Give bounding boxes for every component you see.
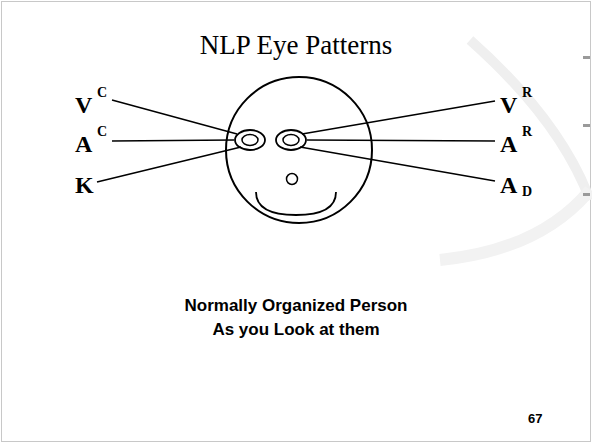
- channel-superscript: R: [522, 86, 532, 100]
- channel-letter: A: [75, 132, 92, 156]
- channel-letter: K: [75, 173, 94, 197]
- smile: [256, 192, 336, 215]
- channel-superscript: R: [522, 125, 532, 139]
- leader-line: [97, 147, 241, 182]
- background-swoosh: [440, 190, 590, 260]
- eye-inner: [283, 135, 299, 146]
- leader-line: [112, 140, 234, 141]
- edge-tick: [583, 56, 590, 59]
- leader-line: [300, 147, 495, 181]
- channel-letter: V: [75, 93, 92, 117]
- leader-line: [302, 101, 495, 134]
- channel-letter: V: [500, 93, 517, 117]
- channel-letter: A: [500, 173, 517, 197]
- slide-title: NLP Eye Patterns: [200, 32, 392, 59]
- nose: [287, 174, 298, 185]
- caption-line: Normally Organized Person: [185, 297, 408, 314]
- channel-superscript: C: [97, 86, 107, 100]
- edge-tick: [583, 124, 590, 127]
- channel-superscript: C: [97, 125, 107, 139]
- face-outline: [226, 77, 372, 223]
- background-swoosh: [470, 40, 590, 200]
- leader-line: [307, 140, 495, 141]
- caption-line: As you Look at them: [212, 321, 379, 338]
- channel-letter: A: [500, 132, 517, 156]
- leader-line: [112, 100, 237, 134]
- eye-inner: [242, 135, 258, 146]
- page-number: 67: [528, 412, 542, 425]
- edge-tick: [583, 193, 590, 196]
- channel-subscript: D: [522, 185, 532, 199]
